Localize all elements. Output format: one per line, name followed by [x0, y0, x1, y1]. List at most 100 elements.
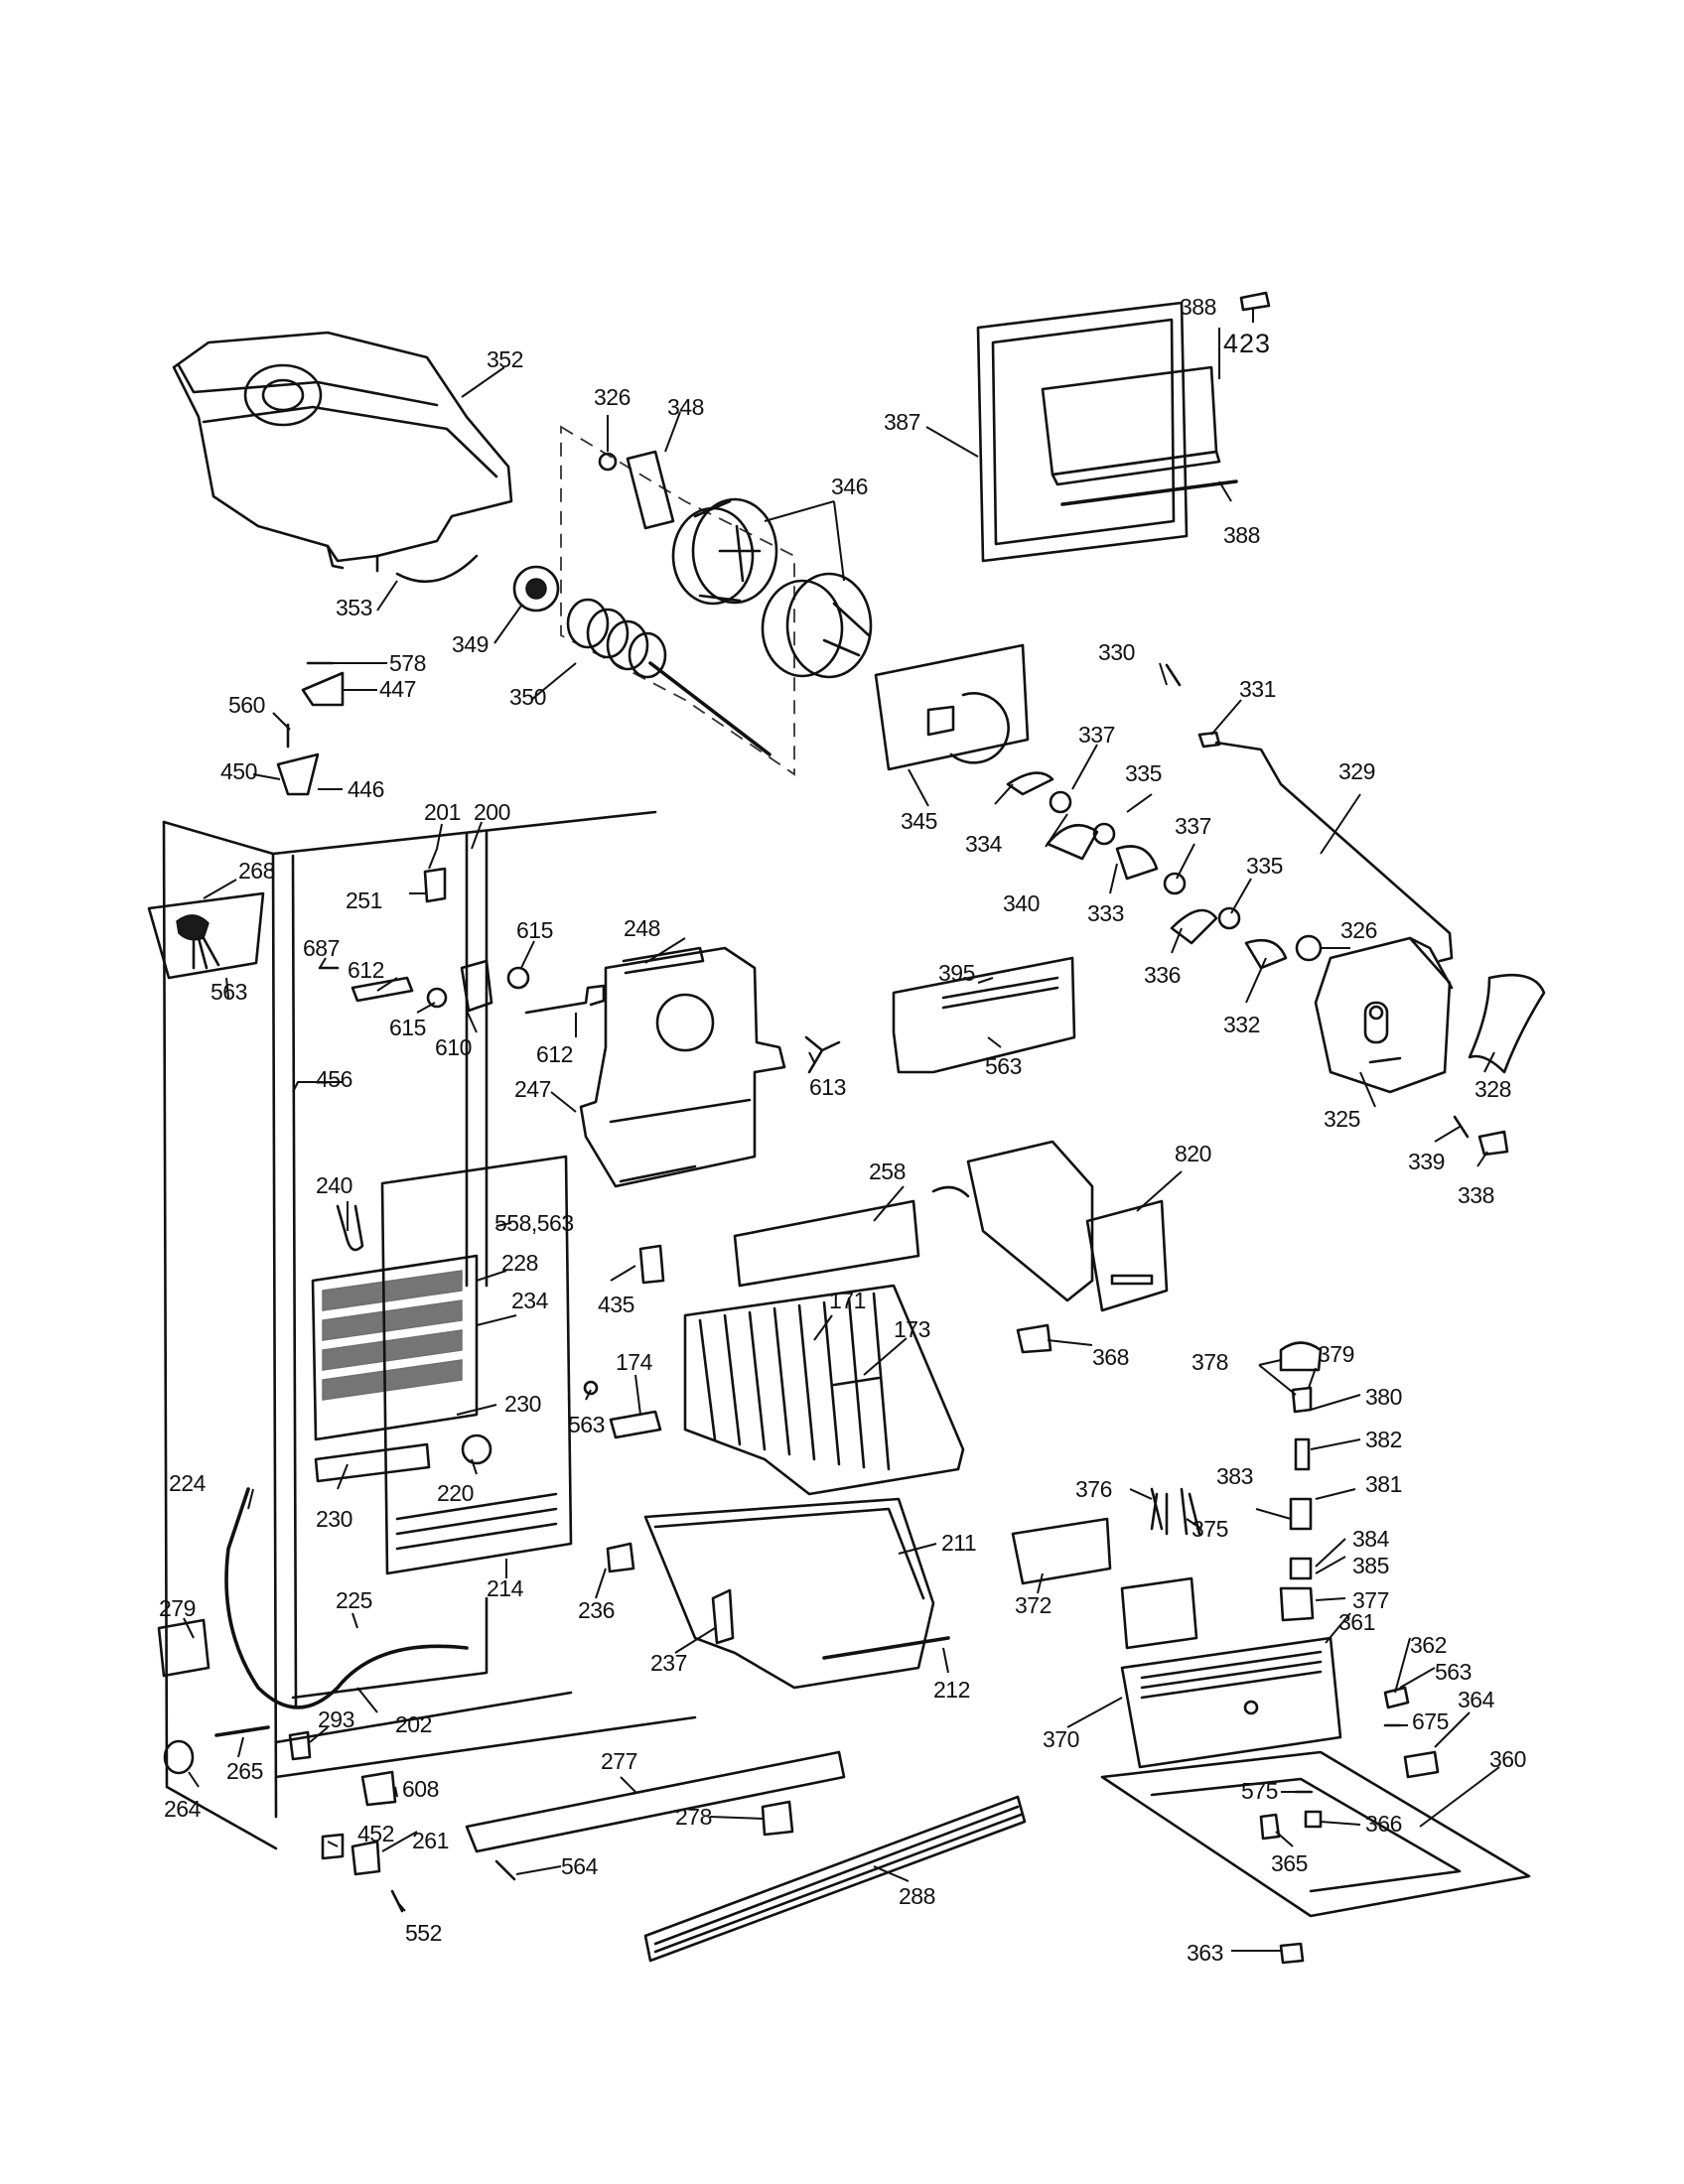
retainer-part — [1289, 1557, 1313, 1580]
label-326-second: 326 — [1340, 917, 1377, 943]
label-328: 328 — [1474, 1076, 1511, 1102]
bracket-part-8 — [321, 1833, 345, 1860]
clip-part-3 — [638, 1244, 665, 1285]
label-384: 384 — [1352, 1526, 1390, 1552]
label-350: 350 — [509, 684, 546, 710]
auger-drum-part-2 — [761, 572, 873, 679]
label-563-fourth: 563 — [1435, 1659, 1472, 1685]
label-261: 261 — [412, 1828, 449, 1853]
cover-part — [1011, 1517, 1112, 1585]
label-687: 687 — [303, 935, 340, 961]
label-288: 288 — [899, 1883, 935, 1909]
bushing-part — [1289, 1497, 1313, 1531]
heater-part — [314, 1442, 431, 1483]
ice-bucket-part — [172, 331, 513, 583]
bracket-part-11 — [606, 1542, 635, 1573]
label-435: 435 — [598, 1292, 634, 1317]
label-339: 339 — [1408, 1149, 1445, 1174]
label-224: 224 — [169, 1470, 207, 1496]
label-368: 368 — [1092, 1344, 1129, 1370]
bracket-part-5 — [524, 984, 606, 1015]
label-240: 240 — [316, 1172, 352, 1198]
label-332: 332 — [1223, 1012, 1260, 1037]
label-251: 251 — [346, 887, 382, 913]
knob-part — [426, 987, 448, 1009]
label-258: 258 — [869, 1159, 906, 1184]
label-335-second: 335 — [1246, 853, 1283, 879]
label-446: 446 — [348, 776, 384, 802]
label-338: 338 — [1458, 1182, 1494, 1208]
label-236: 236 — [578, 1597, 615, 1623]
label-377: 377 — [1352, 1587, 1389, 1613]
label-237: 237 — [650, 1650, 687, 1676]
label-325: 325 — [1324, 1106, 1360, 1132]
bracket-part — [1477, 1130, 1509, 1157]
lamp-socket-part — [147, 891, 265, 980]
support-rail-part — [465, 1750, 846, 1853]
label-330: 330 — [1098, 639, 1135, 665]
coupling-part — [512, 565, 560, 613]
mounting-plate-part — [874, 643, 1030, 771]
label-340: 340 — [1003, 890, 1040, 916]
wire-shelf-part — [683, 1284, 965, 1496]
label-365: 365 — [1271, 1850, 1308, 1876]
label-575: 575 — [1241, 1778, 1278, 1804]
label-326: 326 — [594, 384, 631, 410]
label-202: 202 — [395, 1711, 432, 1737]
label-608: 608 — [402, 1776, 439, 1802]
label-376: 376 — [1075, 1476, 1112, 1502]
auger-drum-part — [671, 497, 778, 606]
label-212: 212 — [933, 1677, 970, 1703]
label-387: 387 — [884, 409, 920, 435]
label-456: 456 — [316, 1066, 352, 1092]
label-361: 361 — [1338, 1609, 1375, 1635]
label-450: 450 — [220, 758, 257, 784]
screw-part-4 — [390, 1889, 404, 1913]
label-279: 279 — [159, 1595, 196, 1621]
roller-part — [163, 1739, 195, 1775]
evaporator-part — [311, 1254, 479, 1441]
plate-part — [626, 450, 675, 530]
label-293: 293 — [318, 1706, 354, 1732]
cam-lever-part — [1006, 771, 1288, 970]
label-578: 578 — [389, 650, 426, 676]
label-552: 552 — [405, 1920, 442, 1946]
label-615: 615 — [516, 917, 553, 943]
control-part — [460, 959, 493, 1013]
label-370: 370 — [1043, 1726, 1079, 1752]
pin-part-2 — [214, 1725, 270, 1737]
label-613: 613 — [809, 1074, 846, 1100]
label-345: 345 — [901, 808, 937, 834]
label-335: 335 — [1125, 760, 1162, 786]
thermostat-part — [423, 867, 447, 903]
label-615-second: 615 — [389, 1015, 426, 1040]
label-558-563: 558,563 — [494, 1210, 574, 1236]
pin-part — [1453, 1115, 1470, 1139]
label-336: 336 — [1144, 962, 1181, 988]
bracket-part-4 — [351, 976, 414, 1003]
label-560: 560 — [228, 692, 265, 718]
clip-part-2 — [360, 1770, 397, 1807]
label-675: 675 — [1412, 1708, 1449, 1734]
label-346: 346 — [831, 474, 868, 499]
plunger-part — [1291, 1386, 1313, 1414]
plug-part — [1239, 291, 1271, 312]
label-380: 380 — [1365, 1384, 1402, 1410]
leader-lines — [183, 308, 1500, 1952]
label-363: 363 — [1187, 1940, 1223, 1966]
label-372: 372 — [1015, 1592, 1052, 1618]
trim-part — [822, 1636, 950, 1660]
auger-motor-part — [1314, 936, 1454, 1094]
spring-rod-part — [566, 598, 772, 756]
washer-part-2 — [1295, 934, 1323, 962]
bracket-part-9 — [351, 1840, 381, 1876]
label-388: 388 — [1180, 294, 1216, 320]
label-360: 360 — [1489, 1746, 1526, 1772]
evaporator-cover-part — [380, 1155, 573, 1575]
clip-part-6 — [1259, 1813, 1281, 1841]
label-211: 211 — [941, 1530, 976, 1556]
label-352: 352 — [487, 346, 523, 372]
label-385: 385 — [1352, 1553, 1389, 1578]
knob-part-2 — [506, 966, 530, 990]
bracket-part-13 — [1383, 1686, 1410, 1709]
